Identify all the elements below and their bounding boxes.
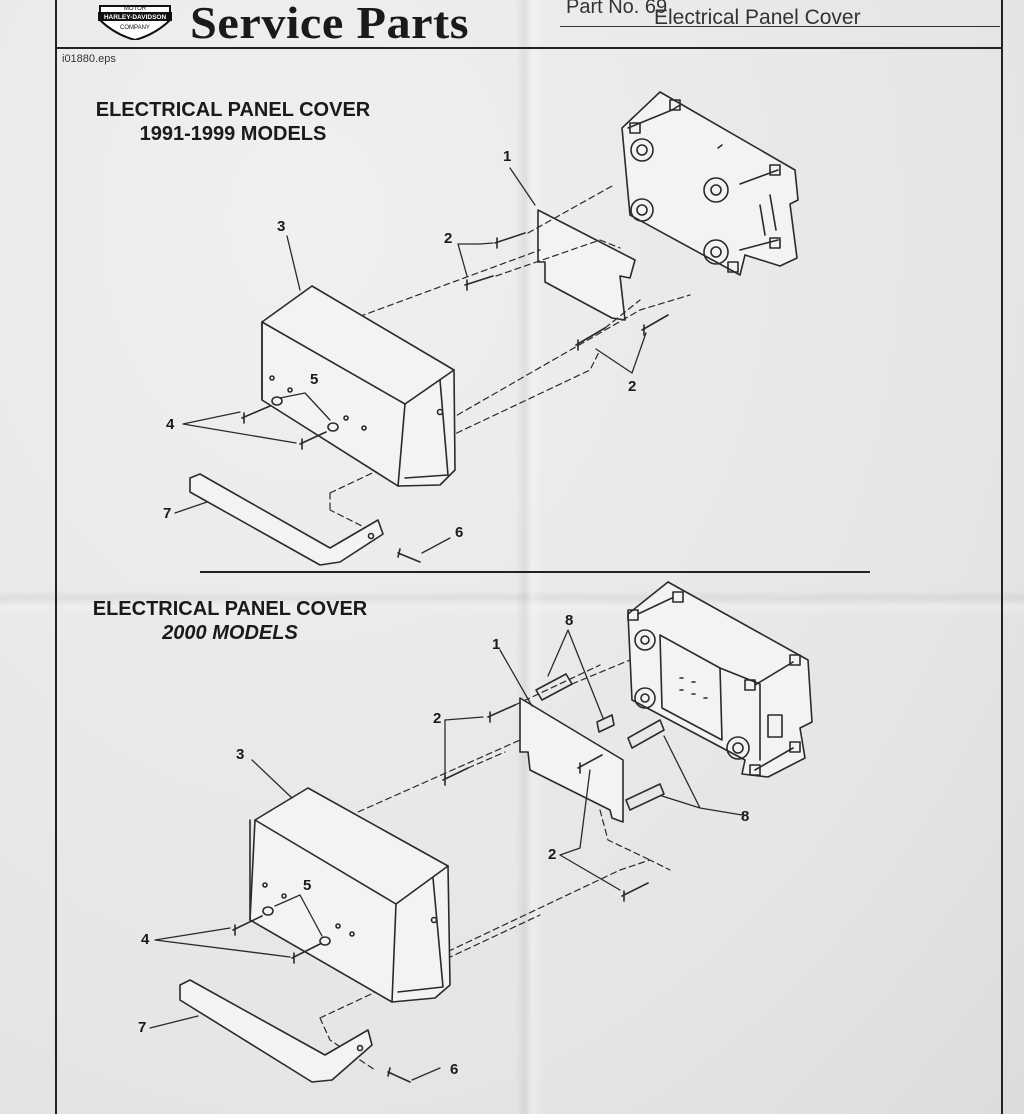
screw	[494, 232, 526, 249]
screw	[487, 704, 516, 723]
page-border-left	[55, 0, 57, 1114]
callout-5: 5	[310, 371, 319, 388]
screw	[442, 767, 469, 786]
screw	[241, 405, 271, 424]
section-title-2000: ELECTRICAL PANEL COVER 2000 MODELS	[72, 597, 388, 645]
screw	[299, 431, 327, 450]
callout-4: 4	[166, 416, 175, 433]
washer	[327, 422, 339, 432]
panel-plate	[537, 209, 636, 321]
section-divider	[200, 571, 870, 573]
callout-8: 8	[741, 808, 750, 825]
panel-plate	[519, 697, 624, 823]
diagram-1991-1999	[174, 91, 799, 566]
callout-7: 7	[163, 505, 172, 522]
callout-1: 1	[503, 148, 512, 165]
callout-2: 2	[433, 710, 442, 727]
diagram-2000	[149, 581, 813, 1083]
screw	[397, 548, 421, 563]
section-title-line1: ELECTRICAL PANEL COVER	[92, 598, 368, 620]
file-id: i01880.eps	[62, 53, 116, 65]
washer	[271, 396, 283, 406]
header-rule	[57, 47, 1002, 49]
screw	[621, 882, 649, 902]
callout-1: 1	[492, 636, 501, 653]
washer	[319, 936, 331, 946]
leader-lines	[149, 629, 743, 1081]
harley-davidson-logo: MOTOR HARLEY-DAVIDSON COMPANY	[98, 5, 172, 40]
callout-7: 7	[138, 1019, 147, 1036]
cover	[249, 787, 451, 1003]
screw	[641, 314, 669, 336]
screw	[577, 754, 603, 774]
callout-3: 3	[236, 746, 245, 763]
section-title-line1: ELECTRICAL PANEL COVER	[95, 99, 371, 121]
callout-4: 4	[141, 931, 150, 948]
page-title: Service Parts	[190, 0, 470, 48]
mounting-panel	[627, 581, 813, 778]
logo-text-top: MOTOR	[124, 6, 147, 12]
mounting-panel	[621, 91, 799, 276]
document-title: Electrical Panel Cover	[654, 6, 861, 29]
screw	[575, 327, 606, 351]
page-border-right	[1001, 0, 1003, 1114]
lower-bracket	[179, 979, 373, 1083]
section-title-1991-1999: ELECTRICAL PANEL COVER 1991-1999 MODELS	[78, 98, 388, 146]
callout-8: 8	[565, 612, 574, 629]
screw	[464, 275, 494, 291]
callout-2: 2	[444, 230, 453, 247]
lower-bracket	[189, 473, 384, 566]
assembly-lines	[329, 185, 691, 531]
callout-5: 5	[303, 877, 312, 894]
washer	[262, 906, 274, 916]
section-title-line2: 1991-1999 MODELS	[139, 123, 327, 145]
screw	[291, 943, 321, 964]
leader-lines	[174, 167, 647, 554]
part-number: Part No. 69	[566, 0, 668, 18]
logo-text-middle: HARLEY-DAVIDSON	[104, 14, 167, 21]
logo-text-bottom: COMPANY	[120, 25, 150, 31]
screw	[387, 1067, 411, 1083]
callout-2: 2	[628, 378, 637, 395]
header-subrule	[560, 26, 1000, 27]
section-title-line2: 2000 MODELS	[162, 622, 298, 644]
callout-6: 6	[455, 524, 464, 541]
cover	[261, 285, 456, 487]
callout-6: 6	[450, 1061, 459, 1078]
callout-3: 3	[277, 218, 286, 235]
screw	[232, 915, 263, 936]
callout-2: 2	[548, 846, 557, 863]
